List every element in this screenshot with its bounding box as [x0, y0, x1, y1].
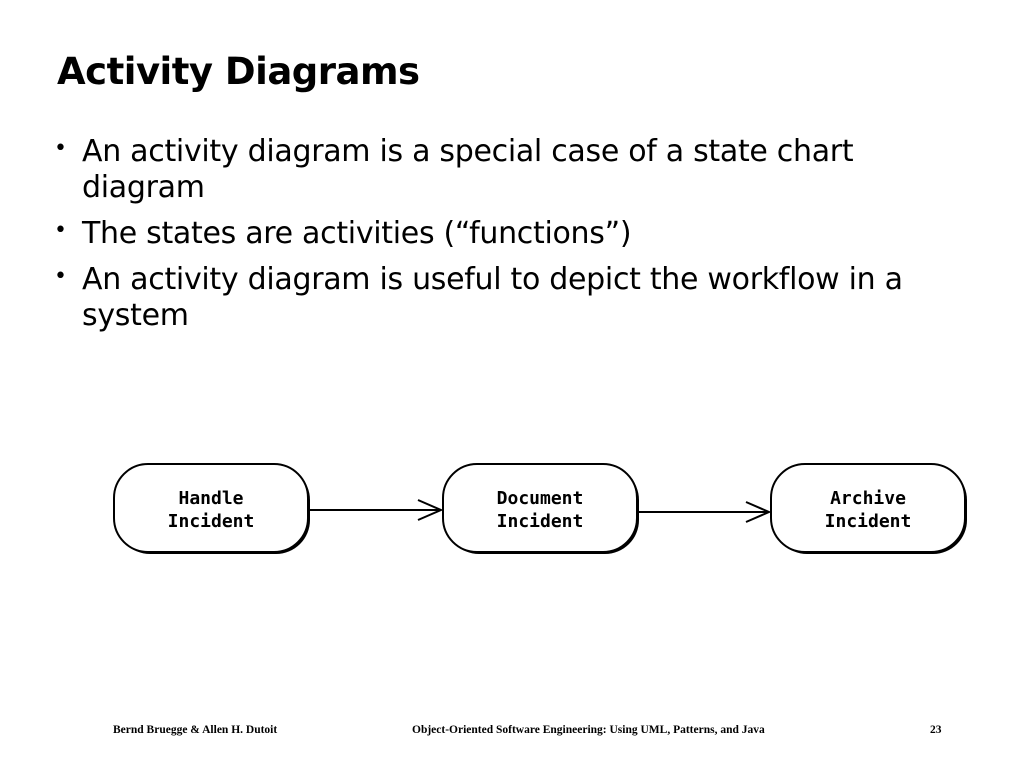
bullet-marker: • [54, 264, 67, 289]
activity-node-document-incident: Document Incident [442, 463, 638, 553]
activity-label-line1: Handle [178, 488, 243, 509]
bullet-text: An activity diagram is a special case of… [82, 134, 854, 205]
activity-label-line1: Archive [830, 488, 906, 509]
bullet-list: • An activity diagram is a special case … [48, 134, 948, 344]
activity-label-line2: Incident [168, 511, 255, 532]
activity-diagram: Handle Incident Document Incident Archiv… [113, 463, 967, 554]
activity-label-line2: Incident [497, 511, 584, 532]
activity-label-line2: Incident [825, 511, 912, 532]
bullet-item: • An activity diagram is a special case … [48, 134, 948, 206]
bullet-item: • An activity diagram is useful to depic… [48, 262, 948, 334]
slide-title: Activity Diagrams [57, 50, 420, 93]
bullet-marker: • [54, 136, 67, 161]
footer-page-number: 23 [930, 724, 942, 736]
bullet-text: The states are activities (“functions”) [82, 216, 632, 251]
bullet-marker: • [54, 218, 67, 243]
transition-arrow [639, 501, 772, 523]
bullet-item: • The states are activities (“functions”… [48, 216, 948, 252]
activity-node-handle-incident: Handle Incident [113, 463, 309, 553]
transition-arrow [310, 499, 444, 521]
activity-node-archive-incident: Archive Incident [770, 463, 966, 553]
footer-authors: Bernd Bruegge & Allen H. Dutoit [113, 724, 278, 736]
footer-book-title: Object-Oriented Software Engineering: Us… [412, 724, 765, 736]
bullet-text: An activity diagram is useful to depict … [82, 262, 903, 333]
activity-label-line1: Document [497, 488, 584, 509]
